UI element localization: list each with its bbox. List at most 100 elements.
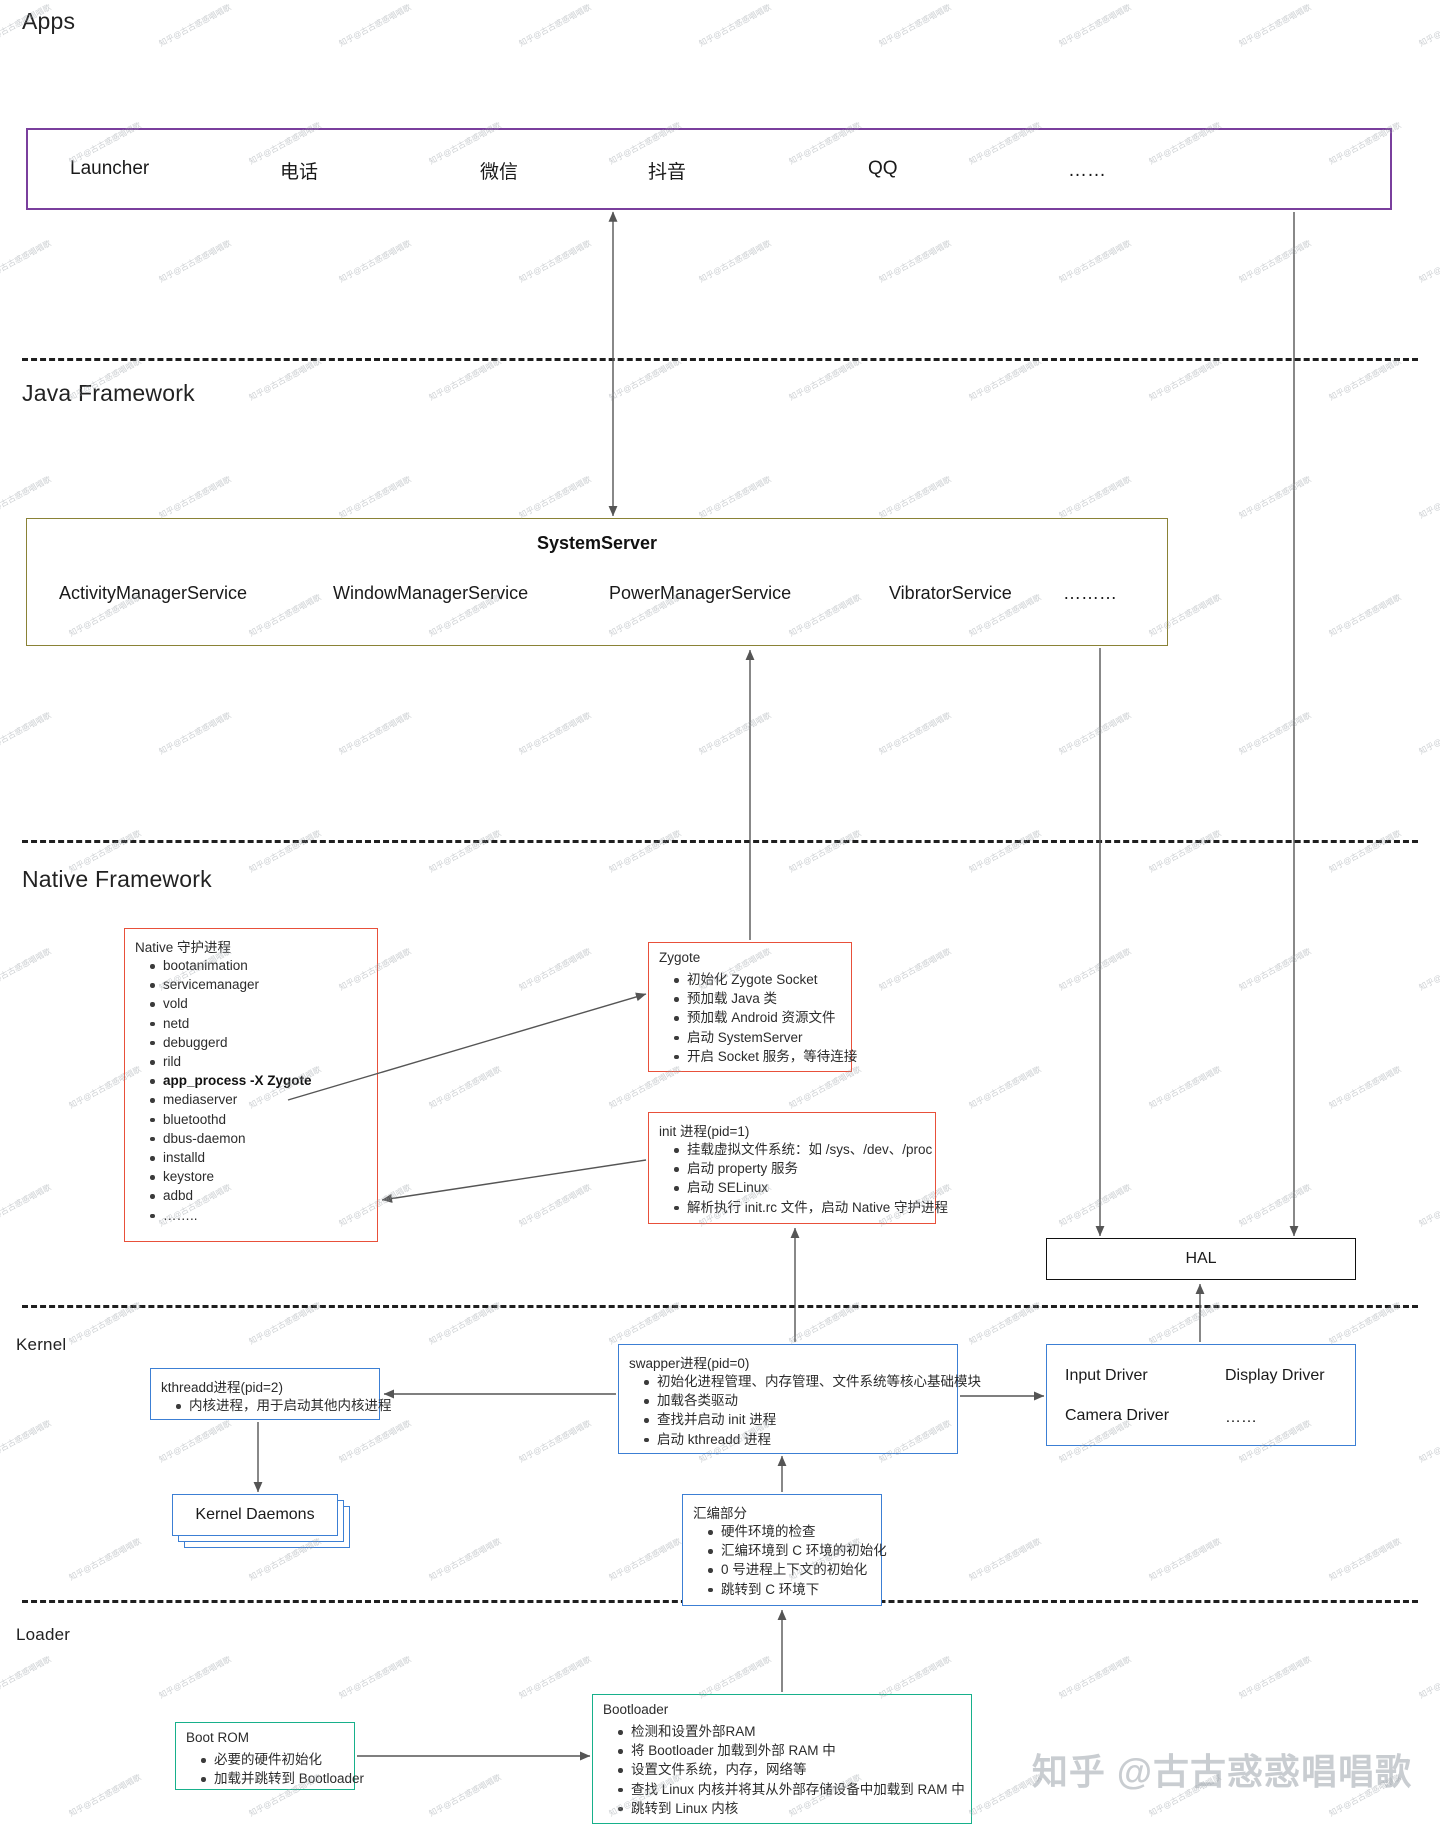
list-item: 检测和设置外部RAM	[618, 1722, 965, 1741]
watermark-tile: 知乎@古古惑惑唱唱歌	[1417, 1654, 1440, 1701]
watermark-tile: 知乎@古古惑惑唱唱歌	[0, 238, 53, 285]
driver-display: Display Driver	[1225, 1367, 1325, 1384]
watermark-tile: 知乎@古古惑惑唱唱歌	[877, 238, 953, 285]
watermark-tile: 知乎@古古惑惑唱唱歌	[337, 710, 413, 757]
list-item: 0 号进程上下文的初始化	[708, 1560, 887, 1579]
watermark-tile: 知乎@古古惑惑唱唱歌	[1237, 946, 1313, 993]
section-label-kernel: Kernel	[16, 1335, 67, 1354]
service-power-manager[interactable]: PowerManagerService	[609, 583, 792, 603]
kernel-daemons-box: Kernel Daemons	[172, 1494, 338, 1536]
hal-container: HAL	[1046, 1238, 1356, 1280]
watermark-tile: 知乎@古古惑惑唱唱歌	[1147, 1064, 1223, 1111]
watermark-tile: 知乎@古古惑惑唱唱歌	[157, 1418, 233, 1465]
watermark-tile: 知乎@古古惑惑唱唱歌	[517, 1182, 593, 1229]
list-item: bluetoothd	[150, 1110, 312, 1129]
list-item: 汇编环境到 C 环境的初始化	[708, 1541, 887, 1560]
app-item-douyin[interactable]: 抖音	[648, 162, 687, 183]
assembly-title: 汇编部分	[693, 1506, 747, 1521]
boot-rom-list: 必要的硬件初始化 加载并跳转到 Bootloader	[198, 1750, 364, 1788]
watermark-tile: 知乎@古古惑惑唱唱歌	[697, 238, 773, 285]
watermark-tile: 知乎@古古惑惑唱唱歌	[1417, 1418, 1440, 1465]
section-label-java-framework: Java Framework	[22, 380, 195, 406]
driver-input: Input Driver	[1065, 1367, 1148, 1384]
service-activity-manager[interactable]: ActivityManagerService	[59, 583, 248, 603]
list-item: 解析执行 init.rc 文件，启动 Native 守护进程	[673, 1198, 948, 1217]
watermark-tile: 知乎@古古惑惑唱唱歌	[427, 356, 503, 403]
watermark-tile: 知乎@古古惑惑唱唱歌	[1057, 238, 1133, 285]
watermark-tile: 知乎@古古惑惑唱唱歌	[67, 1772, 143, 1819]
boot-rom-container: Boot ROM 必要的硬件初始化 加载并跳转到 Bootloader	[175, 1722, 364, 1790]
watermark-tile: 知乎@古古惑惑唱唱歌	[337, 2, 413, 49]
watermark-tile: 知乎@古古惑惑唱唱歌	[1237, 1654, 1313, 1701]
list-item: 开启 Socket 服务，等待连接	[673, 1047, 857, 1066]
app-item-launcher[interactable]: Launcher	[70, 158, 150, 179]
watermark-tile: 知乎@古古惑惑唱唱歌	[1327, 1064, 1403, 1111]
watermark-tile: 知乎@古古惑惑唱唱歌	[1417, 2, 1440, 49]
app-item-phone[interactable]: 电话	[280, 162, 319, 183]
service-window-manager[interactable]: WindowManagerService	[333, 583, 529, 603]
watermark-tile: 知乎@古古惑惑唱唱歌	[1327, 1536, 1403, 1583]
watermark-tile: 知乎@古古惑惑唱唱歌	[1057, 710, 1133, 757]
init-process-list: 挂载虚拟文件系统：如 /sys、/dev、/proc 启动 property 服…	[671, 1140, 948, 1217]
list-item: 初始化进程管理、内存管理、文件系统等核心基础模块	[644, 1372, 981, 1391]
service-ellipsis: ………	[1063, 583, 1117, 603]
service-vibrator[interactable]: VibratorService	[889, 583, 1012, 603]
watermark-tile: 知乎@古古惑惑唱唱歌	[157, 238, 233, 285]
watermark-tile: 知乎@古古惑惑唱唱歌	[337, 1654, 413, 1701]
watermark-tile: 知乎@古古惑惑唱唱歌	[877, 946, 953, 993]
watermark-tile: 知乎@古古惑惑唱唱歌	[1057, 1654, 1133, 1701]
watermark: 知乎 @古古惑惑唱唱歌	[1031, 1751, 1412, 1792]
watermark-tile: 知乎@古古惑惑唱唱歌	[1417, 710, 1440, 757]
watermark-tile: 知乎@古古惑惑唱唱歌	[1237, 1182, 1313, 1229]
watermark-tile: 知乎@古古惑惑唱唱歌	[607, 1536, 683, 1583]
watermark-tile: 知乎@古古惑惑唱唱歌	[607, 356, 683, 403]
watermark-tile: 知乎@古古惑惑唱唱歌	[337, 1418, 413, 1465]
watermark-tile: 知乎@古古惑惑唱唱歌	[157, 1654, 233, 1701]
list-item: keystore	[150, 1167, 312, 1186]
watermark-tile: 知乎@古古惑惑唱唱歌	[787, 828, 863, 875]
watermark-tile: 知乎@古古惑惑唱唱歌	[1237, 710, 1313, 757]
watermark-tile: 知乎@古古惑惑唱唱歌	[0, 1182, 53, 1229]
list-item: debuggerd	[150, 1033, 312, 1052]
watermark-tile: 知乎@古古惑惑唱唱歌	[697, 2, 773, 49]
list-item: 挂载虚拟文件系统：如 /sys、/dev、/proc	[673, 1140, 948, 1159]
bootloader-title: Bootloader	[603, 1702, 669, 1717]
watermark-tile: 知乎@古古惑惑唱唱歌	[967, 1536, 1043, 1583]
list-item: rild	[150, 1052, 312, 1071]
list-item: 查找并启动 init 进程	[644, 1410, 981, 1429]
watermark-tile: 知乎@古古惑惑唱唱歌	[1147, 356, 1223, 403]
watermark-tile: 知乎@古古惑惑唱唱歌	[967, 1064, 1043, 1111]
divider-apps-java	[22, 358, 1418, 361]
list-item: ……..	[150, 1206, 312, 1225]
list-item: servicemanager	[150, 975, 312, 994]
drivers-container: Input Driver Display Driver Camera Drive…	[1046, 1344, 1356, 1446]
native-daemons-title: Native 守护进程	[135, 940, 232, 955]
watermark-tile: 知乎@古古惑惑唱唱歌	[967, 356, 1043, 403]
watermark-tile: 知乎@古古惑惑唱唱歌	[157, 474, 233, 521]
watermark-tile: 知乎@古古惑惑唱唱歌	[517, 474, 593, 521]
hal-label: HAL	[1185, 1250, 1217, 1267]
boot-rom-title: Boot ROM	[186, 1730, 250, 1745]
app-item-wechat[interactable]: 微信	[480, 162, 519, 183]
app-item-qq[interactable]: QQ	[868, 158, 898, 179]
list-item: 设置文件系统，内存，网络等	[618, 1760, 965, 1779]
watermark-tile: 知乎@古古惑惑唱唱歌	[1417, 946, 1440, 993]
list-item: 加载各类驱动	[644, 1391, 981, 1410]
kernel-daemons-stack: Kernel Daemons	[172, 1494, 352, 1550]
watermark-tile: 知乎@古古惑惑唱唱歌	[517, 1418, 593, 1465]
watermark-tile: 知乎@古古惑惑唱唱歌	[877, 474, 953, 521]
divider-native-kernel	[22, 1305, 1418, 1308]
list-item: 启动 SystemServer	[673, 1028, 857, 1047]
list-item: 初始化 Zygote Socket	[673, 970, 857, 989]
list-item: netd	[150, 1014, 312, 1033]
watermark-tile: 知乎@古古惑惑唱唱歌	[877, 710, 953, 757]
init-process-title: init 进程(pid=1)	[659, 1124, 750, 1139]
watermark-tile: 知乎@古古惑惑唱唱歌	[1417, 238, 1440, 285]
kthreadd-title: kthreadd进程(pid=2)	[161, 1380, 283, 1395]
watermark-tile: 知乎@古古惑惑唱唱歌	[427, 1772, 503, 1819]
watermark-tile: 知乎@古古惑惑唱唱歌	[1327, 592, 1403, 639]
watermark-tile: 知乎@古古惑惑唱唱歌	[1147, 828, 1223, 875]
native-daemons-container: Native 守护进程 bootanimation servicemanager…	[124, 928, 378, 1242]
app-item-ellipsis: ……	[1068, 160, 1106, 181]
